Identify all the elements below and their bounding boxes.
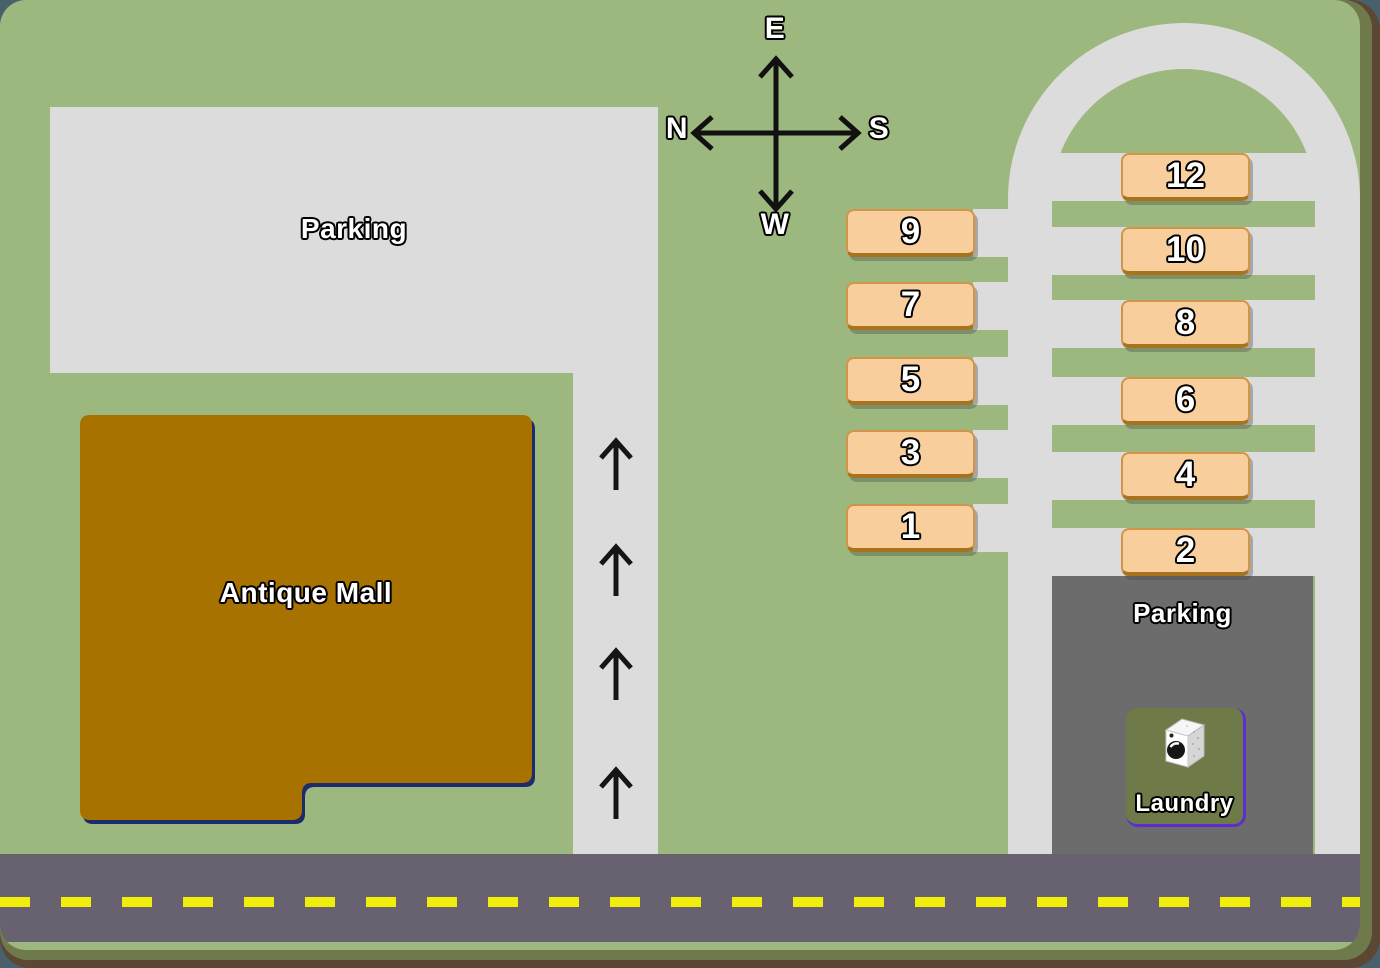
- parking-se-label: Parking: [1133, 598, 1232, 628]
- site-pad-7: 7: [846, 282, 975, 330]
- compass-south-label: S: [868, 112, 890, 145]
- laundry-building: Laundry: [1126, 708, 1246, 827]
- compass-cross-icon: [690, 55, 862, 213]
- antique-mall-building: Antique Mall: [80, 415, 532, 820]
- compass-north-label: N: [665, 112, 689, 145]
- up-arrow-icon: [599, 543, 633, 596]
- site-pad-3: 3: [846, 430, 975, 478]
- antique-mall-label: Antique Mall: [219, 577, 393, 608]
- parking-nw-label: Parking: [300, 213, 408, 244]
- main-street: [0, 854, 1360, 942]
- laundry-label: Laundry: [1135, 790, 1234, 817]
- site-driveway: [973, 504, 1009, 552]
- site-pad-5: 5: [846, 357, 975, 405]
- site-pad-8: 8: [1121, 300, 1250, 348]
- compass-rose: E N S W: [653, 10, 897, 254]
- site-pad-4: 4: [1121, 452, 1250, 500]
- up-arrow-icon: [599, 647, 633, 700]
- site-driveway: [973, 282, 1009, 330]
- parking-lot-northwest: Parking: [50, 107, 658, 373]
- site-pad-2: 2: [1121, 528, 1250, 576]
- site-pad-10: 10: [1121, 227, 1250, 275]
- up-arrow-icon: [599, 437, 633, 490]
- map-canvas: Parking Antique Mall Parking: [0, 0, 1360, 950]
- washing-machine-icon: [1164, 718, 1206, 768]
- site-driveway: [973, 357, 1009, 405]
- site-pad-9: 9: [846, 209, 975, 257]
- compass-west-label: W: [760, 208, 790, 241]
- parking-lot-southeast: Parking Laundry: [1052, 576, 1313, 856]
- site-driveway: [973, 209, 1009, 257]
- site-driveway: [973, 430, 1009, 478]
- site-pad-12: 12: [1121, 153, 1250, 201]
- up-arrow-icon: [599, 766, 633, 819]
- antique-mall-shadow: Antique Mall: [80, 415, 536, 825]
- street-center-line: [0, 897, 1360, 907]
- site-pad-6: 6: [1121, 377, 1250, 425]
- site-pad-1: 1: [846, 504, 975, 552]
- compass-east-label: E: [764, 12, 786, 45]
